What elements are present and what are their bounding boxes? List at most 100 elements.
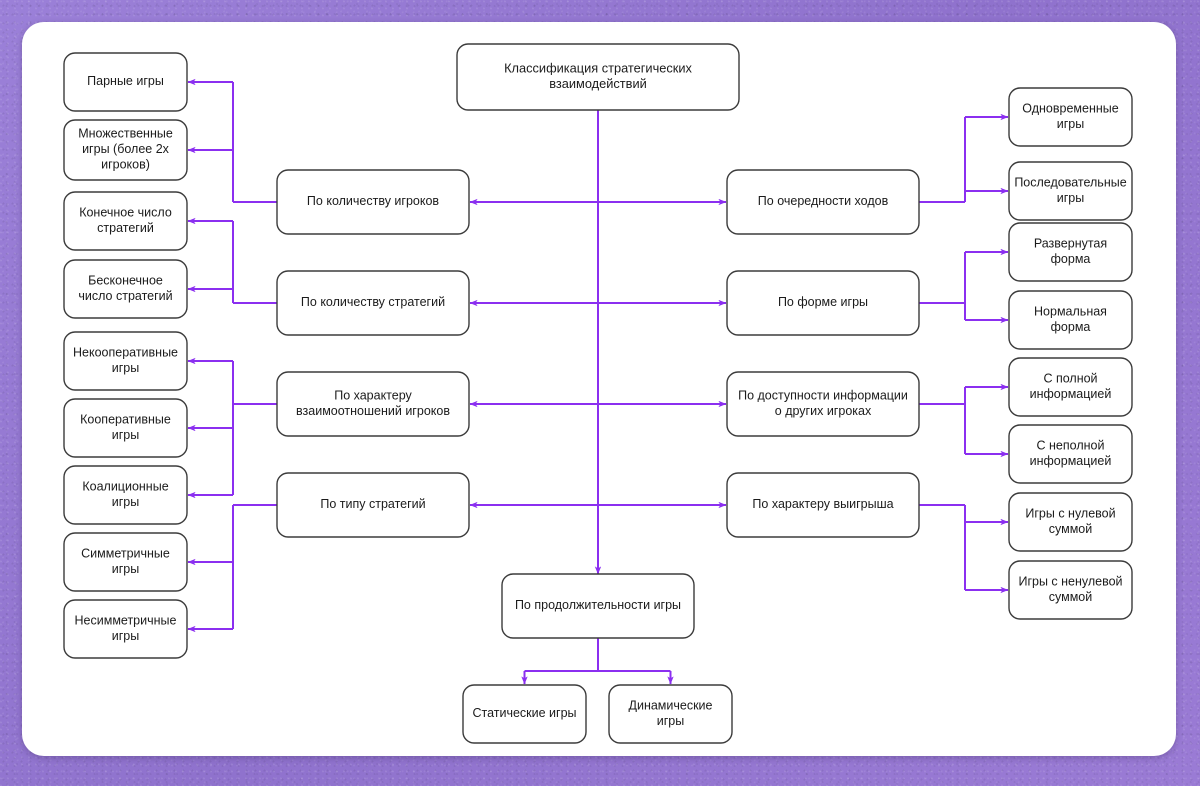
node-box — [608, 684, 733, 744]
node-label-line: Игры с нулевой — [1025, 507, 1115, 521]
node-label-line: По форме игры — [778, 295, 868, 309]
node-box — [276, 270, 470, 336]
node-label-line: Статические игры — [472, 706, 576, 720]
node-label-line: взаимоотношений игроков — [296, 404, 450, 418]
node-label: По продолжительности игры — [515, 598, 681, 612]
node-box — [63, 191, 188, 251]
node-label-line: По характеру — [334, 389, 412, 403]
node-label-line: число стратегий — [78, 289, 172, 303]
node-box — [276, 169, 470, 235]
node-box — [276, 371, 470, 437]
node-label-line: По количеству игроков — [307, 194, 440, 208]
node-leaf-static[interactable]: Статические игры — [462, 684, 587, 744]
node-box — [276, 472, 470, 538]
node-box — [726, 371, 920, 437]
node-label: По форме игры — [778, 295, 868, 309]
node-label-line: суммой — [1049, 522, 1092, 536]
node-label-line: Конечное число — [79, 206, 172, 220]
node-box — [726, 169, 920, 235]
node-label-line: Несимметричные — [75, 614, 177, 628]
node-label-line: Симметричные — [81, 547, 170, 561]
node-label-line: информацией — [1030, 387, 1112, 401]
node-label: По типу стратегий — [320, 497, 425, 511]
node-label-line: суммой — [1049, 590, 1092, 604]
node-label-line: игры — [112, 361, 139, 375]
node-cat-strategies-count[interactable]: По количеству стратегий — [276, 270, 470, 336]
node-label-line: игры — [1057, 117, 1084, 131]
node-box — [501, 573, 695, 639]
node-label-line: игры — [657, 714, 684, 728]
node-box — [456, 43, 740, 111]
node-label-line: Некооперативные — [73, 346, 178, 360]
node-label-line: игры — [112, 495, 139, 509]
node-cat-duration[interactable]: По продолжительности игры — [501, 573, 695, 639]
node-label: По количеству стратегий — [301, 295, 445, 309]
node-cat-move-order[interactable]: По очередности ходов — [726, 169, 920, 235]
edge-layer — [187, 78, 1009, 685]
node-label: Парные игры — [87, 74, 164, 88]
node-label-line: игры — [1057, 191, 1084, 205]
node-label-line: игры (более 2х — [82, 142, 170, 156]
node-cat-game-form[interactable]: По форме игры — [726, 270, 920, 336]
node-label-line: Кооперативные — [80, 413, 171, 427]
node-label: По характеру выигрыша — [752, 497, 893, 511]
node-box — [1008, 357, 1133, 417]
node-box — [1008, 560, 1133, 620]
node-label-line: игры — [112, 428, 139, 442]
node-label-line: Нормальная — [1034, 305, 1107, 319]
node-label-line: Множественные — [78, 127, 173, 141]
node-label-line: По доступности информации — [738, 389, 908, 403]
node-box — [63, 259, 188, 319]
node-label-line: игры — [112, 562, 139, 576]
node-box — [1008, 87, 1133, 147]
node-cat-players[interactable]: По количеству игроков — [276, 169, 470, 235]
node-label-line: Развернутая — [1034, 237, 1107, 251]
node-box — [63, 465, 188, 525]
node-cat-payoff[interactable]: По характеру выигрыша — [726, 472, 920, 538]
node-label-line: игры — [112, 629, 139, 643]
node-label-line: По очередности ходов — [758, 194, 889, 208]
node-box — [1008, 222, 1133, 282]
node-cat-strategy-type[interactable]: По типу стратегий — [276, 472, 470, 538]
node-leaf-pair[interactable]: Парные игры — [63, 52, 188, 112]
